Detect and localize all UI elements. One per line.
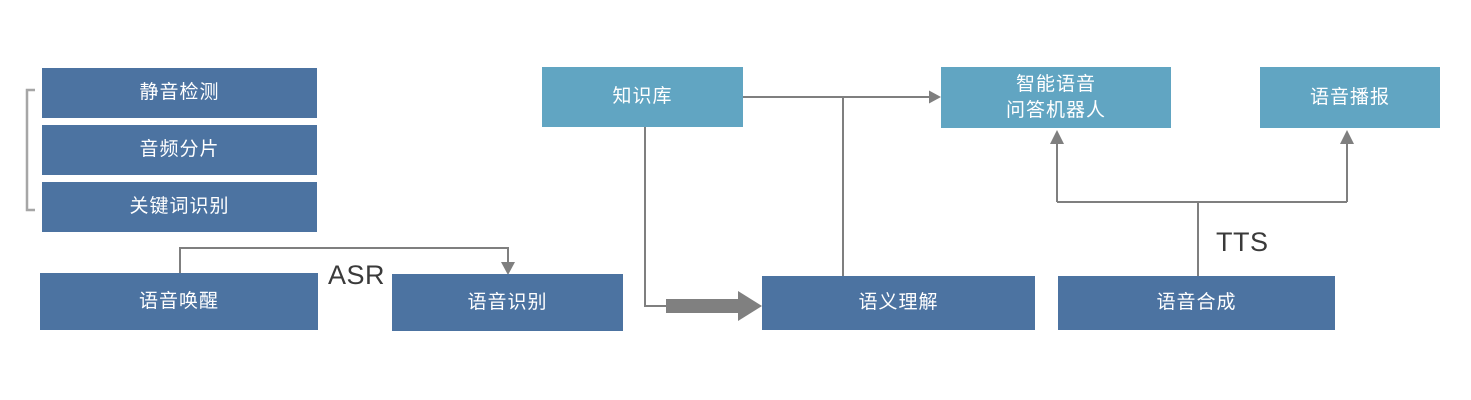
asr-annotation: ASR	[328, 260, 386, 290]
connector-tts-split	[1056, 142, 1348, 276]
thick-arrow-body	[666, 299, 738, 313]
arrowhead-into-recognition	[501, 262, 515, 275]
thick-arrow-head	[738, 291, 762, 321]
group-bracket	[25, 88, 35, 212]
arrowhead-into-broadcast	[1340, 130, 1354, 144]
node-keyword-recognition: 关键词识别	[42, 182, 317, 232]
node-semantic-understanding: 语义理解	[762, 276, 1035, 330]
connector-kb-down-elbow	[644, 127, 668, 307]
node-silence-detection: 静音检测	[42, 68, 317, 118]
node-knowledge-base: 知识库	[542, 67, 743, 127]
node-audio-segmentation: 音频分片	[42, 125, 317, 175]
connector-wakeup-to-recognition	[179, 247, 509, 273]
node-speech-synthesis: 语音合成	[1058, 276, 1335, 330]
node-voice-wakeup: 语音唤醒	[40, 273, 318, 330]
tts-annotation: TTS	[1216, 227, 1269, 257]
arrowhead-into-qa-robot	[929, 90, 941, 104]
arrowhead-into-qa-robot-bottom	[1050, 130, 1064, 144]
node-voice-broadcast: 语音播报	[1260, 67, 1440, 128]
node-speech-recognition: 语音识别	[392, 274, 623, 331]
node-qa-robot: 智能语音 问答机器人	[941, 67, 1171, 128]
